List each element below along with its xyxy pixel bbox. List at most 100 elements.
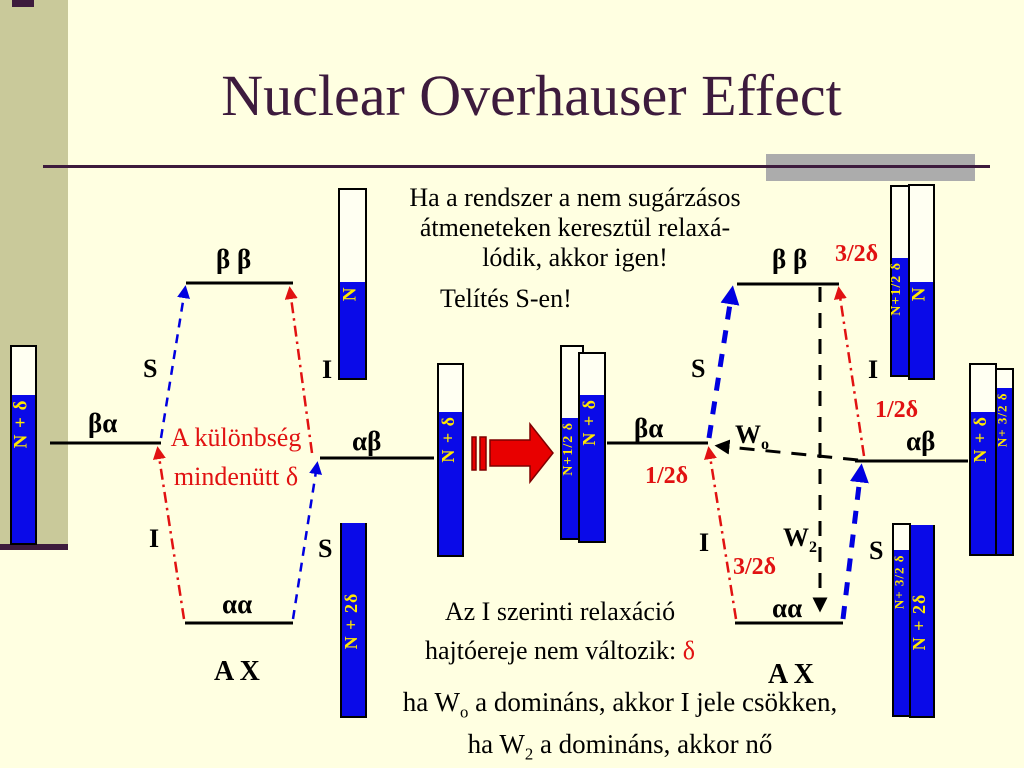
relaxation-note-black: hajtóereje nem változik: <box>425 636 683 665</box>
bar-centerpair-n-plus-delta-label: N + δ <box>579 399 599 446</box>
conclusion-note: ha Wo a domináns, akkor I jele csökken, … <box>340 686 900 768</box>
saturation-note: Telítés S-en! <box>440 284 572 313</box>
template-corner-mark <box>12 0 34 7</box>
conclusion-w0-post: a domináns, akkor I jele csökken, <box>468 687 838 717</box>
intro-line-2: átmeneteken keresztül relaxá- <box>419 213 731 242</box>
conclusion-line-w0: ha Wo a domináns, akkor I jele csökken, <box>340 686 900 728</box>
difference-note-line-1: A különbség <box>170 423 302 452</box>
left-label-i-lower: I <box>149 524 160 553</box>
bar-rightbottom-n-plus-3half-delta-fill <box>894 550 909 715</box>
bar-farright-n-plus-delta-label: N + δ <box>970 416 990 463</box>
bar-left-n-plus-delta <box>10 345 37 545</box>
left-label-beta-beta: β β <box>216 244 252 274</box>
intro-line-1: Ha a rendszer a nem sugárzásos <box>409 183 741 212</box>
red-arrow-stripe-1 <box>471 436 477 471</box>
left-i-transition-upper <box>284 286 314 454</box>
right-transitions <box>704 285 869 620</box>
w2-base: W <box>783 523 809 552</box>
left-label-s-upper: S <box>143 354 158 383</box>
bar-centerpair-n-plus-delta-fill <box>580 395 604 541</box>
relaxation-note-line-1: Az I szerinti relaxáció <box>444 597 676 626</box>
title-underline <box>43 165 990 168</box>
w0-subscript: o <box>761 436 770 454</box>
right-energy-levels <box>607 282 968 625</box>
left-s-transition-upper <box>159 285 190 439</box>
right-s-transition-upper <box>706 285 740 439</box>
w0-transition-line <box>714 439 859 462</box>
left-accent-band-footer <box>0 544 68 550</box>
bar-lefttop-n-label: N <box>339 286 360 301</box>
bar-center-n-plus-delta-fill <box>439 412 462 555</box>
left-transitions <box>152 285 323 620</box>
bar-farright-n-plus-3half-delta <box>995 368 1014 556</box>
w2-subscript: 2 <box>809 539 818 557</box>
right-label-alpha-beta: αβ <box>906 426 936 456</box>
w2-label: W2 <box>783 523 817 557</box>
bar-rightbottom-n-plus-3half-delta <box>892 523 911 717</box>
right-i-transition-upper <box>833 286 866 457</box>
right-i-transition-lower <box>704 446 738 620</box>
conclusion-w0-sub: o <box>459 702 469 722</box>
bar-centerpair-n-plus-half-delta-fill <box>562 418 582 538</box>
intro-line-3: lódik, akkor igen! <box>482 243 668 272</box>
left-label-i-upper: I <box>322 355 333 384</box>
bar-leftbottom-n-plus-2delta-label: N + 2δ <box>340 592 361 649</box>
bar-farright-n-plus-delta <box>969 363 997 556</box>
left-label-alpha-alpha: αα <box>222 589 253 619</box>
bar-righttop-n-fill <box>910 282 933 378</box>
right-label-3half-delta-top: 3/2δ <box>835 241 879 267</box>
bar-farright-n-plus-3half-delta-label: N+ 3/2 δ <box>994 392 1009 447</box>
red-arrow-head <box>489 421 554 485</box>
right-label-i-lower: I <box>699 528 710 557</box>
bar-center-n-plus-delta-label: N + δ <box>437 416 458 463</box>
left-label-alpha-beta: αβ <box>352 426 382 456</box>
relaxation-note-delta: δ <box>682 636 695 665</box>
bar-righttop-n-plus-half-delta-fill <box>892 258 908 375</box>
bar-rightbottom-n-plus-2delta-fill <box>911 525 933 716</box>
bar-rightbottom-n-plus-2delta-label: N + 2δ <box>909 593 929 650</box>
right-label-ax-system: A X <box>768 659 814 690</box>
right-label-s-upper: S <box>691 354 706 383</box>
bar-righttop-n-plus-half-delta <box>890 185 910 377</box>
intro-paragraph: Ha a rendszer a nem sugárzásos átmenetek… <box>330 183 820 273</box>
right-label-half-delta-left: 1/2δ <box>645 463 689 489</box>
right-s-transition-lower <box>840 463 869 620</box>
left-s-transition-lower <box>291 461 323 620</box>
bar-lefttop-n-fill <box>340 282 365 378</box>
bar-leftbottom-n-plus-2delta-fill <box>342 523 365 716</box>
relaxation-note-line-2: hajtóereje nem változik: δ <box>310 631 810 670</box>
bar-leftbottom-n-plus-2delta <box>340 523 367 718</box>
difference-note-line-2: mindenütt δ <box>173 462 299 491</box>
big-red-arrow <box>471 421 554 485</box>
bar-rightbottom-n-plus-2delta <box>909 525 935 718</box>
conclusion-w2-sub: 2 <box>524 744 534 764</box>
w0-label: Wo <box>735 420 769 454</box>
right-label-s-lower: S <box>869 536 884 565</box>
conclusion-w0-pre: ha W <box>402 687 460 717</box>
right-label-beta-beta: β β <box>772 244 808 274</box>
left-label-s-lower: S <box>318 534 333 563</box>
conclusion-line-w2: ha W2 a domináns, akkor nő <box>340 728 900 768</box>
left-label-ax-system: A X <box>214 656 260 687</box>
conclusion-w2-post: a domináns, akkor nő <box>533 729 773 760</box>
bar-center-n-plus-delta <box>437 363 464 557</box>
right-label-beta-alpha: βα <box>634 413 664 443</box>
right-label-alpha-alpha: αα <box>772 593 803 623</box>
bar-farright-n-plus-3half-delta-fill <box>997 388 1012 554</box>
conclusion-w2-pre: ha W <box>467 729 525 760</box>
left-label-beta-alpha: βα <box>88 408 118 438</box>
bar-farright-n-plus-delta-fill <box>971 412 995 554</box>
bar-left-n-plus-delta-fill <box>12 395 35 543</box>
w0-base: W <box>735 420 761 449</box>
relaxation-note: Az I szerinti relaxáció hajtóereje nem v… <box>310 592 810 670</box>
difference-note: A különbség mindenütt δ <box>163 418 309 496</box>
bar-left-n-plus-delta-label: N + δ <box>10 399 31 448</box>
right-label-half-delta-right: 1/2δ <box>875 397 919 423</box>
bar-lefttop-n <box>338 188 367 380</box>
bar-righttop-n-label: N <box>908 286 929 301</box>
left-i-transition-lower <box>152 446 186 620</box>
left-energy-levels <box>50 281 434 625</box>
slide-title: Nuclear Overhauser Effect <box>221 63 842 128</box>
